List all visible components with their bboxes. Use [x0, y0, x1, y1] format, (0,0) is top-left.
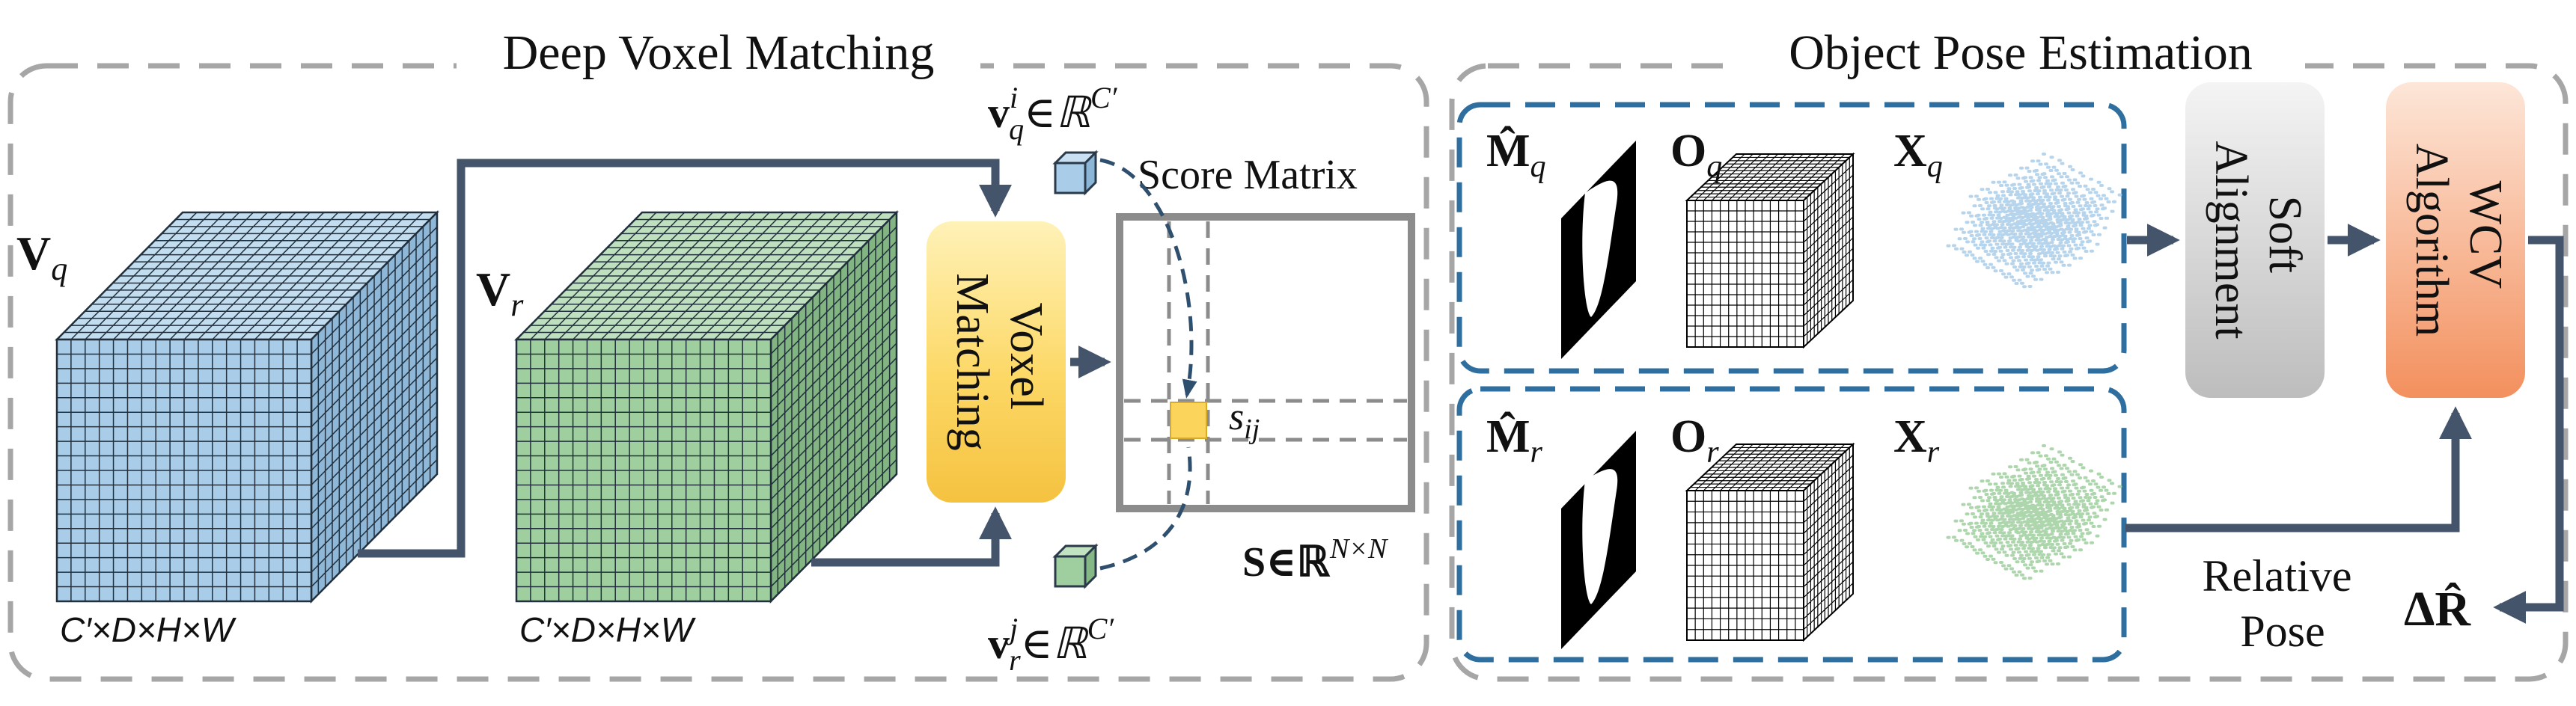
- reference-to-wcv-arrow: [2125, 406, 2472, 532]
- voxel-matching-label: Voxel Matching: [947, 273, 1052, 451]
- score-space-label: S∈ℝN×N: [1242, 533, 1389, 586]
- delta-r-label: ΔR̂: [2404, 582, 2471, 636]
- query-inputs-box: [1456, 102, 2127, 374]
- relative-pose-label: Relative Pose: [2203, 551, 2363, 656]
- voxel-matching-box: [927, 221, 1066, 503]
- xr-label: Xr: [1893, 411, 1940, 470]
- query-to-matching-arrow: [358, 159, 1012, 558]
- right-panel-title: Object Pose Estimation: [1789, 25, 2253, 80]
- reference-inputs-box: [1456, 386, 2127, 663]
- vr-to-cell-dashed-arrow: [1099, 446, 1192, 571]
- mr-label: M̂r: [1486, 411, 1543, 470]
- query-occupancy-grid-lines: [1687, 153, 1854, 347]
- wcv-algorithm-box: [2386, 82, 2525, 398]
- reference-mask: [1561, 431, 1636, 649]
- query-occupancy-grid: [1685, 152, 1855, 349]
- reference-dim-label: C′×D×H×W: [519, 610, 697, 649]
- left-title-bg: [457, 30, 980, 90]
- reference-occupancy-grid-lines: [1687, 443, 1854, 640]
- reference-occupancy-grid: [1685, 442, 1855, 642]
- score-matrix-label: Score Matrix: [1138, 152, 1358, 198]
- left-panel-title: Deep Voxel Matching: [503, 25, 935, 80]
- wcv-algorithm-label: WCV Algorithm: [2406, 144, 2511, 337]
- reference-voxel-cube: [514, 209, 899, 604]
- vr-feature-cube: [1052, 543, 1099, 589]
- vq-to-cell-dashed-arrow: [1099, 158, 1197, 399]
- sij-label: sij: [1229, 396, 1260, 445]
- soft-alignment-label: Soft Alignment: [2206, 141, 2310, 339]
- query-cloud-points: [1946, 153, 2122, 289]
- query-point-cloud: [1946, 153, 2122, 289]
- reference-cloud-points: [1946, 444, 2122, 580]
- reference-point-cloud: [1946, 444, 2122, 580]
- mq-label: M̂q: [1486, 126, 1546, 184]
- vr-label: Vr: [476, 263, 524, 323]
- reference-cube-grid-lines: [516, 212, 897, 601]
- query-mask: [1561, 141, 1636, 359]
- query-dim-label: C′×D×H×W: [60, 610, 237, 649]
- vq-label: Vq: [16, 227, 67, 287]
- wcv-to-output-arrow: [2493, 236, 2564, 624]
- or-label: Or: [1670, 411, 1719, 470]
- query-voxel-cube: [55, 209, 439, 604]
- oq-label: Oq: [1670, 126, 1722, 184]
- score-cell-sij: [1170, 402, 1207, 439]
- vq-feature-cube: [1052, 150, 1099, 196]
- right-title-bg: [1736, 30, 2305, 90]
- score-matrix: [1116, 213, 1415, 512]
- query-cube-grid-lines: [57, 212, 438, 601]
- soft-alignment-box: [2185, 82, 2325, 398]
- xq-label: Xq: [1893, 126, 1943, 184]
- reference-to-matching-arrow: [811, 506, 1012, 567]
